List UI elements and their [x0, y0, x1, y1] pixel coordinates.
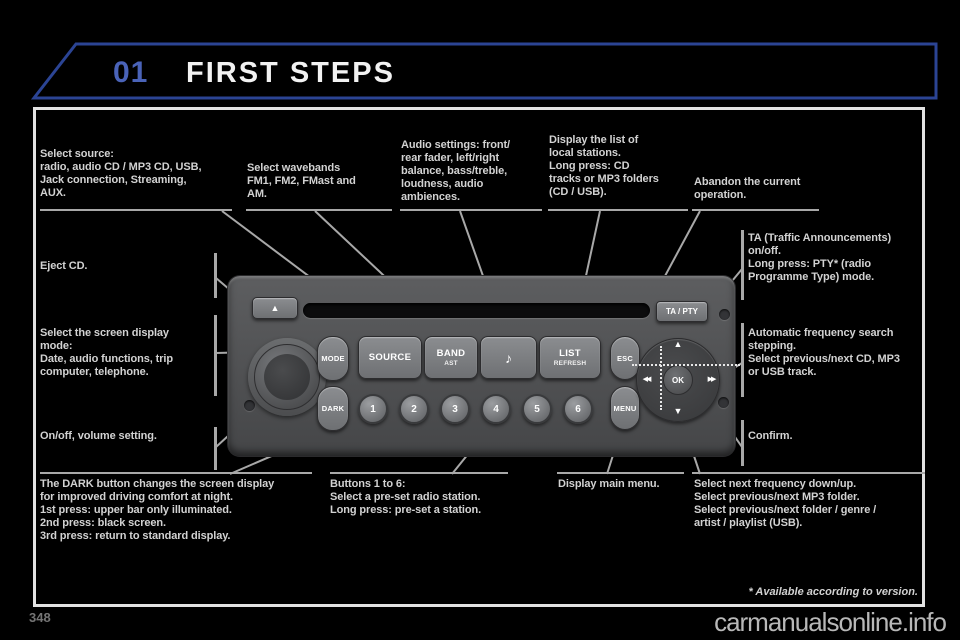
annotation-ta-pty: TA (Traffic Announcements) on/off. Long …: [748, 232, 892, 283]
preset-button-1: 1: [358, 394, 388, 424]
annotation-main-menu: Display main menu.: [558, 478, 660, 490]
volume-knob-face: [264, 354, 310, 400]
screw-icon: [719, 309, 730, 320]
chapter-banner-outline: [30, 42, 938, 100]
callout-line: [741, 323, 744, 397]
annotation-audio-settings: Audio settings: front/ rear fader, left/…: [401, 139, 511, 203]
rewind-icon: ◀◀: [642, 376, 652, 383]
annotation-dark-button: The DARK button changes the screen displ…: [40, 478, 275, 542]
annotation-auto-search: Automatic frequency search stepping. Sel…: [748, 327, 900, 378]
list-button: LIST REFRESH: [539, 336, 601, 379]
annotation-freq-down-up: Select next frequency down/up. Select pr…: [694, 478, 877, 529]
menu-button: MENU: [610, 386, 640, 430]
annotation-confirm: Confirm.: [748, 430, 793, 442]
dotted-guide-line: [660, 346, 662, 410]
screw-icon: [718, 397, 729, 408]
down-arrow-icon: ▼: [673, 406, 683, 416]
callout-line: [246, 209, 392, 211]
callout-line: [40, 472, 312, 474]
callout-line: [741, 420, 744, 466]
chapter-number: 01: [113, 56, 149, 89]
annotation-volume: On/off, volume setting.: [40, 430, 157, 442]
callout-line: [692, 209, 819, 211]
annotation-screen-display: Select the screen display mode: Date, au…: [40, 327, 173, 378]
screw-icon: [244, 400, 255, 411]
cd-slot: [303, 303, 650, 318]
mode-button: MODE: [317, 336, 349, 381]
preset-button-5: 5: [522, 394, 552, 424]
watermark: carmanualsonline.info: [714, 607, 947, 637]
annotation-eject: Eject CD.: [40, 260, 88, 272]
band-button: BAND AST: [424, 336, 478, 379]
callout-line: [214, 253, 217, 298]
dotted-guide-line: [632, 364, 740, 366]
annotation-select-source: Select source: radio, audio CD / MP3 CD,…: [40, 148, 202, 199]
callout-line: [741, 230, 744, 300]
annotation-preset-buttons: Buttons 1 to 6: Select a pre-set radio s…: [330, 478, 482, 516]
music-note-icon: ♪: [505, 349, 512, 366]
music-button: ♪: [480, 336, 537, 379]
radio-unit: ▲ TA / PTY MODE DARK SOURCE BAND AST ♪ L…: [228, 276, 740, 456]
callout-line: [557, 472, 684, 474]
callout-line: [40, 209, 232, 211]
callout-line: [214, 315, 217, 396]
preset-button-3: 3: [440, 394, 470, 424]
annotation-abandon: Abandon the current operation.: [694, 176, 801, 201]
ok-button: OK: [663, 365, 693, 395]
callout-line: [400, 209, 542, 211]
source-button: SOURCE: [358, 336, 422, 379]
annotation-display-list: Display the list of local stations. Long…: [549, 134, 659, 198]
page-title: FIRST STEPS: [186, 57, 395, 89]
preset-button-4: 4: [481, 394, 511, 424]
callout-line: [214, 427, 217, 470]
preset-button-6: 6: [563, 394, 593, 424]
availability-note: * Available according to version.: [748, 586, 918, 598]
callout-line: [548, 209, 688, 211]
dark-button: DARK: [317, 386, 349, 431]
up-arrow-icon: ▲: [673, 339, 683, 349]
eject-button: ▲: [252, 297, 298, 319]
fast-forward-icon: ▶▶: [707, 376, 717, 383]
esc-button: ESC: [610, 336, 640, 380]
ta-pty-button: TA / PTY: [656, 301, 708, 322]
callout-line: [330, 472, 508, 474]
page-number: 348: [29, 610, 51, 625]
annotation-select-waveband: Select wavebands FM1, FM2, FMast and AM.: [247, 162, 356, 200]
preset-button-2: 2: [399, 394, 429, 424]
callout-line: [692, 472, 925, 474]
eject-icon: ▲: [270, 303, 280, 313]
